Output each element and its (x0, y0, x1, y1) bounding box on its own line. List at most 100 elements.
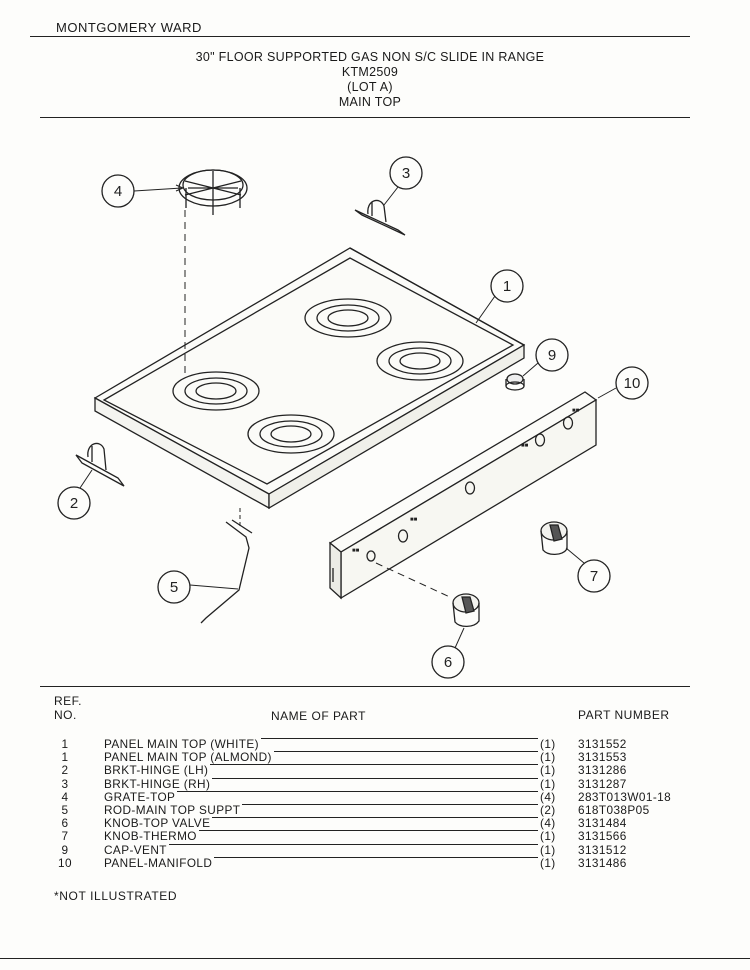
brand-name: MONTGOMERY WARD (56, 20, 202, 35)
svg-text:■■: ■■ (572, 408, 580, 414)
ref-number: 4 (61, 789, 69, 804)
support-rod (200, 508, 253, 624)
svg-text:■■: ■■ (352, 548, 360, 554)
document-title-block: 30" FLOOR SUPPORTED GAS NON S/C SLIDE IN… (150, 50, 590, 110)
title-line-range: 30" FLOOR SUPPORTED GAS NON S/C SLIDE IN… (195, 50, 545, 64)
table-top-rule (40, 686, 690, 687)
part-number: 3131553 (578, 750, 627, 765)
part-number: 283T013W01-18 (578, 789, 672, 804)
table-row: 7 KNOB-THERMO (1) 3131566 (0, 830, 750, 843)
svg-text:10: 10 (624, 375, 641, 392)
part-quantity: (1) (540, 842, 556, 857)
svg-text:■■: ■■ (410, 517, 418, 523)
ref-number: 9 (61, 842, 69, 857)
knob-thermo (540, 521, 568, 556)
ref-number: 7 (61, 829, 69, 844)
leader-line (210, 764, 538, 766)
svg-text:6: 6 (444, 654, 452, 671)
callout-2: 2 (57, 469, 93, 520)
ref-number: 1 (61, 750, 69, 765)
part-quantity: (1) (540, 776, 556, 791)
main-top-panel (93, 247, 526, 510)
burner-bowl-front-right (247, 414, 335, 454)
ref-number: 3 (61, 776, 69, 791)
callout-7: 7 (565, 547, 611, 593)
part-name: KNOB-TOP VALVE (104, 816, 211, 831)
callout-3: 3 (383, 156, 423, 206)
ref-number: 1 (61, 737, 69, 751)
svg-text:3: 3 (402, 165, 410, 182)
part-number: 3131566 (578, 829, 627, 844)
part-quantity: (1) (540, 737, 556, 751)
header-rule (30, 36, 690, 37)
part-name: ROD-MAIN TOP SUPPT (104, 802, 241, 817)
part-name: PANEL-MANIFOLD (104, 855, 213, 870)
vent-cap (505, 373, 525, 391)
ref-number: 2 (61, 763, 69, 778)
leader-line (212, 777, 538, 779)
table-row: 6 KNOB-TOP VALVE (4) 3131484 (0, 817, 750, 830)
column-header-ref-no: REF. NO. (54, 694, 82, 722)
grate-top (178, 169, 248, 215)
part-number: 3131484 (578, 816, 627, 831)
bracket-hinge-rh (354, 199, 406, 236)
column-header-part-number: PART NUMBER (578, 708, 670, 722)
footer-rule (0, 958, 750, 959)
part-quantity: (1) (540, 829, 556, 844)
ref-header-line1: REF. (54, 694, 83, 708)
table-row: 1 PANEL MAIN TOP (ALMOND) (1) 3131553 (0, 751, 750, 764)
callout-4: 4 (101, 174, 185, 208)
svg-text:1: 1 (503, 278, 511, 295)
part-number: 618T038P05 (578, 802, 650, 817)
leader-line (242, 803, 538, 805)
title-rule (40, 117, 690, 118)
leader-line (212, 817, 538, 819)
manifold-panel: ■■ ■■ ■■ ■■ (328, 391, 598, 600)
part-name: GRATE-TOP (104, 789, 176, 804)
ref-number: 6 (61, 816, 69, 831)
title-line-section: MAIN TOP (338, 95, 402, 109)
column-header-name: NAME OF PART (271, 709, 366, 723)
part-name: BRKT-HINGE (LH) (104, 763, 209, 778)
knob-top-valve (452, 593, 480, 628)
svg-text:5: 5 (170, 579, 178, 596)
part-quantity: (1) (540, 750, 556, 765)
leader-line (177, 790, 538, 792)
part-name: PANEL MAIN TOP (WHITE) (104, 737, 259, 751)
ref-header-line2: NO. (54, 708, 77, 722)
knob-alignment-line (375, 562, 453, 599)
part-quantity: (4) (540, 816, 556, 831)
part-number: 3131512 (578, 842, 627, 857)
part-name: PANEL MAIN TOP (ALMOND) (104, 750, 272, 765)
exploded-parts-diagram: ■■ ■■ ■■ ■■ 1 2 3 (57, 156, 649, 679)
svg-text:■■: ■■ (521, 443, 529, 449)
part-number: 3131286 (578, 763, 627, 778)
leader-line (214, 856, 538, 858)
part-quantity: (1) (540, 763, 556, 778)
burner-bowl-back-left (304, 298, 392, 338)
table-row: 9 CAP-VENT (1) 3131512 (0, 842, 750, 857)
part-quantity: (1) (540, 855, 556, 870)
part-name: KNOB-THERMO (104, 829, 197, 844)
not-illustrated-note: *NOT ILLUSTRATED (54, 889, 178, 903)
leader-line (274, 751, 538, 753)
part-name: BRKT-HINGE (RH) (104, 776, 211, 791)
title-line-model: KTM2509 (341, 65, 399, 79)
part-name: CAP-VENT (104, 842, 167, 857)
leader-line (261, 738, 538, 739)
table-row: 2 BRKT-HINGE (LH) (1) 3131286 (0, 764, 750, 777)
burner-bowl-back-right (376, 341, 464, 381)
ref-number: 10 (58, 855, 72, 870)
ref-number: 5 (61, 802, 69, 817)
svg-text:2: 2 (70, 495, 78, 512)
svg-text:4: 4 (114, 183, 122, 200)
callout-10: 10 (597, 366, 649, 400)
callout-9: 9 (522, 338, 569, 377)
burner-bowl-front-left (172, 371, 260, 411)
